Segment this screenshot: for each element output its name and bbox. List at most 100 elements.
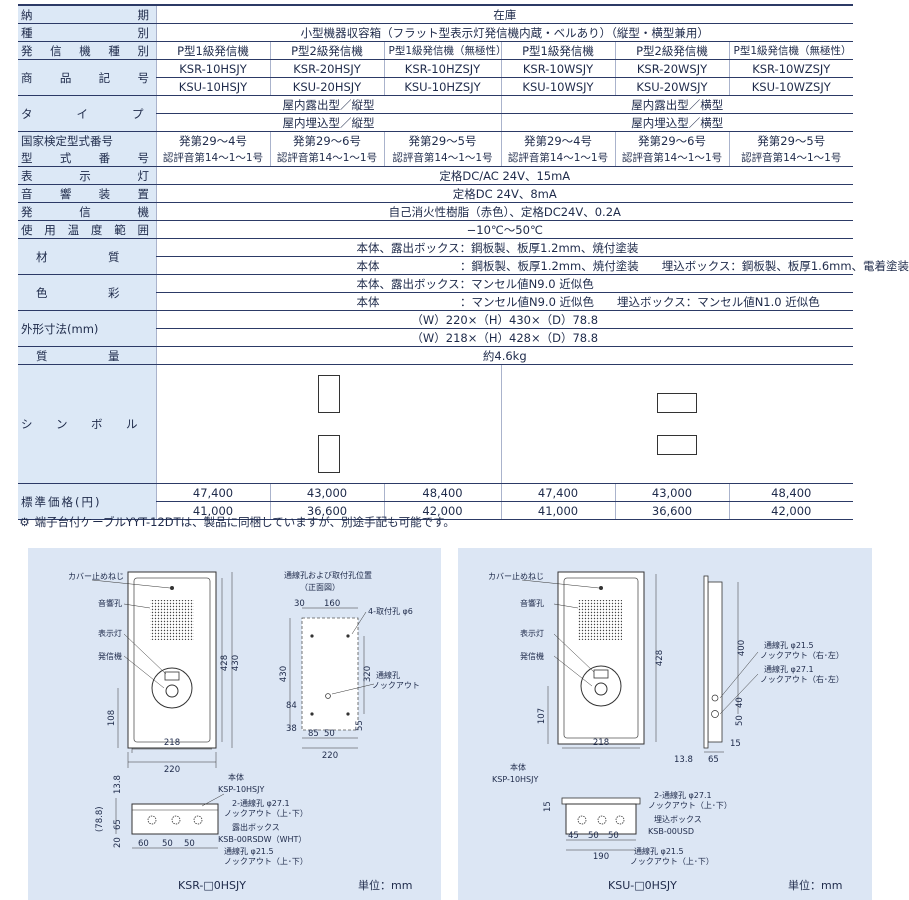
label-wire-big: 通線孔 φ27.1	[764, 664, 814, 674]
footnote-text: 端子台付ケーブルYYT-12DTは、製品に同梱していますが、別途手配も可能です。	[34, 515, 455, 529]
footnote: ⚙ 端子台付ケーブルYYT-12DTは、製品に同梱していますが、別途手配も可能で…	[18, 514, 455, 530]
cell-code-2-5: KSU-20WSJY	[614, 77, 729, 96]
dim-d38: 38	[286, 724, 297, 734]
cell-price-1-2: 43,000	[269, 483, 384, 502]
cell-type-1-left: 屋内露出型／縦型	[155, 95, 501, 114]
value-material-2: 本体 ：鋼板製、板厚1.2mm、焼付塗装 埋込ボックス：鋼板製、板厚1.6mm、…	[155, 256, 909, 275]
label-transmitter: 発信機	[98, 651, 122, 661]
row-color-1: 色彩 本体、露出ボックス：マンセル値N9.0 近似色	[18, 274, 853, 311]
dim-w: 218	[593, 738, 609, 748]
dim-s65: 65	[113, 819, 123, 830]
cell-cert-2-3: 認評音第14～1～1号	[383, 149, 501, 167]
dim-d15: 15	[730, 739, 741, 749]
cell-type-2-left: 屋内埋込型／縦型	[155, 113, 501, 132]
cell-price-1-6: 48,400	[728, 483, 853, 502]
label-wire-hole: 通線孔	[376, 670, 400, 680]
dim-s13-8: 13.8	[113, 775, 123, 794]
row-sound: 音響装置 定格DC 24V、8mA	[18, 184, 853, 203]
row-price-1: 標準価格(円) 47,400 43,000 48,400 47,400 43,0…	[18, 483, 853, 520]
dim-s50b: 50	[184, 839, 195, 849]
label-cert-1: 国家検定型式番号	[18, 131, 156, 149]
speaker-grille	[150, 600, 194, 640]
value-transmitter: 自己消火性樹脂（赤色）、定格DC24V、0.2A	[155, 202, 853, 221]
cell-type-2-right: 屋内埋込型／横型	[500, 113, 853, 132]
dim-d40: 40	[735, 697, 745, 708]
symbol-vertical-exposed	[317, 375, 340, 413]
cell-price-1-4: 47,400	[500, 483, 615, 502]
cell-type-1-right: 屋内露出型／横型	[500, 95, 853, 114]
label-temp: 使用温度範囲	[18, 220, 156, 239]
dim-h-outer: 430	[231, 655, 241, 671]
dim-s50a: 50	[162, 839, 173, 849]
push-button	[165, 684, 179, 698]
label-wire2: 2-通線孔 φ27.1	[654, 790, 712, 800]
label-indicator: 表示灯	[18, 166, 156, 185]
cell-code-2-6: KSU-10WZSJY	[728, 77, 853, 96]
label-box-code: KSB-00RSDW（WHT）	[218, 835, 306, 844]
label-product-code: 商品記号	[18, 59, 156, 96]
dim-d85: 85	[308, 729, 319, 739]
row-color-2: 本体 ：マンセル値N9.0 近似色 埋込ボックス：マンセル値N1.0 近似色	[18, 292, 853, 311]
cell-code-1-6: KSR-10WZSJY	[728, 59, 853, 78]
dim-h400: 400	[737, 640, 747, 656]
label-type: タイプ	[18, 95, 156, 132]
label-wire-small: 通線孔 φ21.5	[224, 846, 274, 856]
cell-code-2-2: KSU-20HSJY	[269, 77, 384, 96]
label-weight: 質量	[18, 346, 156, 365]
holes-title-2: （正面図）	[300, 583, 340, 592]
label-symbol: シンボル	[18, 364, 156, 484]
diagram-left-title: KSR-□0HSJY	[178, 879, 246, 892]
dim-d65: 65	[708, 755, 719, 765]
label-wire-small2: 通線孔 φ21.5	[634, 846, 684, 856]
label-cover-screw: カバー止めねじ	[68, 571, 124, 581]
cell-price-2-6: 42,000	[728, 501, 853, 520]
cell-price-1-3: 48,400	[383, 483, 501, 502]
cell-price-1-5: 43,000	[614, 483, 729, 502]
gear-icon: ⚙	[19, 515, 30, 529]
label-box: 埋込ボックス	[654, 814, 702, 824]
row-price-2: 41,000 36,600 42,000 41,000 36,600 42,00…	[18, 501, 853, 520]
label-wire2: 2-通線孔 φ27.1	[232, 798, 290, 808]
cell-cert-2-1: 認評音第14～1～1号	[155, 149, 270, 167]
cell-price-1-1: 47,400	[155, 483, 270, 502]
row-dims-2: （W）218×（H）428×（D）78.8	[18, 328, 853, 347]
row-material-2: 本体 ：鋼板製、板厚1.2mm、焼付塗装 埋込ボックス：鋼板製、板厚1.6mm、…	[18, 256, 909, 275]
cell-cert-2-6: 認評音第14～1～1号	[728, 149, 853, 167]
indicator-lamp	[164, 671, 180, 681]
dim-d50: 50	[735, 715, 745, 726]
cell-ttype-2: P型2級発信機	[269, 41, 384, 60]
row-transmitter: 発信機 自己消火性樹脂（赤色）、定格DC24V、0.2A	[18, 202, 853, 221]
cell-code-1-1: KSR-10HSJY	[155, 59, 270, 78]
row-dims-1: 外形寸法(mm) （W）220×（H）430×（D）78.8	[18, 310, 853, 347]
value-material-1: 本体、露出ボックス：鋼板製、板厚1.2mm、焼付塗装	[155, 238, 853, 257]
label-knockout-ud2: ノックアウト（上･下）	[224, 857, 308, 866]
holes-title-1: 通線孔および取付孔位置	[284, 570, 372, 580]
cell-cert-2-4: 認評音第14～1～1号	[500, 149, 615, 167]
cell-ttype-1: P型1級発信機	[155, 41, 270, 60]
label-wire-small: 通線孔 φ21.5	[764, 640, 814, 650]
row-symbol: シンボル	[18, 364, 853, 484]
dim-bottom: 108	[107, 710, 117, 726]
cell-cert-1-1: 発第29～4号	[155, 131, 270, 149]
value-temp: −10℃～50℃	[155, 220, 853, 239]
label-transmitter: 発信機	[18, 202, 156, 221]
label-speaker: 音響孔	[520, 598, 544, 608]
row-weight: 質量 約4.6kg	[18, 346, 853, 365]
label-body: 本体	[228, 772, 244, 782]
row-material-1: 材質 本体、露出ボックス：鋼板製、板厚1.2mm、焼付塗装	[18, 238, 853, 275]
cell-code-2-4: KSU-10WSJY	[500, 77, 615, 96]
label-color: 色彩	[18, 274, 156, 311]
dim-h428: 428	[655, 650, 665, 666]
cell-code-1-4: KSR-10WSJY	[500, 59, 615, 78]
cell-cert-1-2: 発第29～6号	[269, 131, 384, 149]
holes-outline	[301, 617, 359, 731]
value-indicator: 定格DC/AC 24V、15mA	[155, 166, 853, 185]
cell-ttype-4: P型1級発信機	[500, 41, 615, 60]
label-sound: 音響装置	[18, 184, 156, 203]
symbol-vertical-cell	[155, 364, 501, 484]
dim-d13-8: 13.8	[674, 755, 693, 765]
cell-code-2-3: KSU-10HZSJY	[383, 77, 501, 96]
dim-s20: 20	[113, 837, 123, 848]
dim-d30: 30	[294, 599, 305, 609]
cell-cert-2-2: 認評音第14～1～1号	[269, 149, 384, 167]
